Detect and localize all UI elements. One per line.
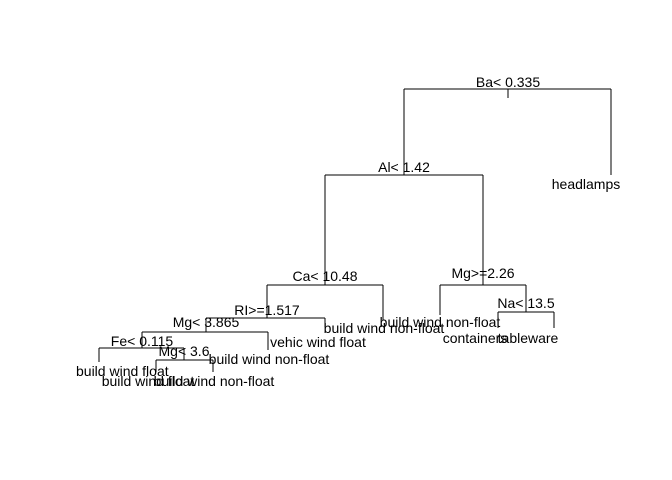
split-label-ri: RI>=1.517 [234, 302, 300, 318]
split-label-mg36: Mg< 3.6 [159, 343, 210, 359]
leaf-label-containers: containers [443, 330, 508, 346]
split-label-mg226: Mg>=2.26 [451, 265, 514, 281]
split-label-na: Na< 13.5 [497, 295, 554, 311]
leaf-label-headlamps: headlamps [552, 176, 621, 192]
leaf-label-build-wind-float: build wind float [76, 363, 169, 379]
leaf-label-build-wind-non-float: build wind non-float [380, 314, 501, 330]
leaf-label-tableware: tableware [498, 330, 559, 346]
split-label-mg3865: Mg< 3.865 [173, 314, 240, 330]
split-label-fe: Fe< 0.115 [111, 333, 174, 349]
leaf-label-vehic-wind-float: vehic wind float [270, 334, 366, 350]
leaf-label-build-wind-float: build wind float [102, 373, 195, 389]
split-label-ba: Ba< 0.335 [476, 74, 540, 90]
leaf-label-build-wind-non-float: build wind non-float [154, 373, 275, 389]
split-label-al: Al< 1.42 [378, 159, 430, 175]
split-label-ca: Ca< 10.48 [293, 268, 358, 284]
leaf-label-build-wind-non-float: build wind non-float [209, 351, 330, 367]
leaf-label-build-wind-non-float: build wind non-float [324, 320, 445, 336]
